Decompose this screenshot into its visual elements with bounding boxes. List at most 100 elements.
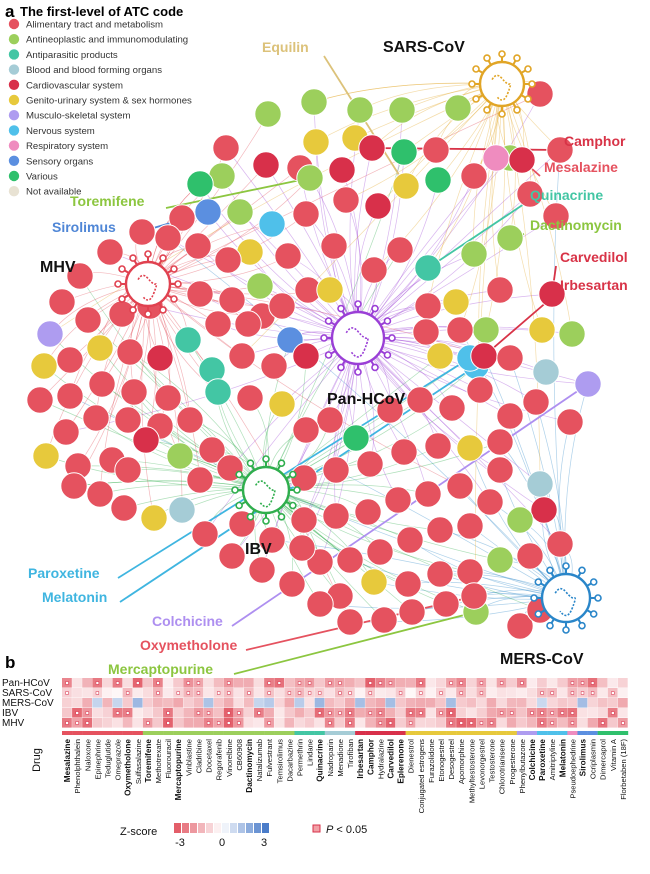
legend-swatch-icon [8, 170, 20, 182]
colorbar-tick: 3 [261, 837, 267, 849]
drug-node [258, 526, 286, 554]
heatmap-column-label: Levonorgestrel [477, 739, 486, 790]
atc-group-segment [223, 731, 235, 735]
virus-spike-head [513, 106, 521, 114]
heatmap-cell [476, 708, 487, 718]
drug-node [234, 310, 262, 338]
leader-line [233, 611, 477, 675]
heatmap-cell [243, 698, 254, 708]
heatmap-cell [506, 698, 517, 708]
heatmap-cell [557, 688, 568, 698]
heatmap-cell [72, 688, 82, 698]
heatmap-column-label: Teduglutide [103, 739, 112, 778]
heatmap-column-label: Mesalazine [63, 739, 72, 783]
drug-node [194, 198, 222, 226]
colorbar-step [182, 823, 189, 833]
significance-dot [287, 691, 292, 695]
significance-dot [227, 721, 231, 725]
significance-dot [126, 691, 130, 695]
drug-node [218, 286, 246, 314]
heatmap-row-label: Pan-HCoV [2, 678, 50, 689]
legend-item-label: Respiratory system [26, 141, 108, 152]
heatmap-cell [395, 698, 406, 708]
legend-swatch-icon [8, 34, 20, 45]
drug-node [546, 530, 574, 558]
drug-node [426, 560, 454, 588]
heatmap-column-label: Sulfasalazine [134, 739, 143, 784]
heatmap-column-label: Docetaxel [205, 739, 214, 773]
significance-dot [590, 691, 595, 695]
atc-group-segment [173, 731, 184, 735]
heatmap-column-label: Phenolphthalein [73, 739, 82, 793]
drug-node [56, 346, 84, 374]
virus-body [241, 465, 291, 515]
colorbar-step [214, 823, 221, 833]
heatmap-cell [112, 718, 123, 728]
drug-node [546, 136, 574, 164]
significance-dot [307, 681, 312, 685]
heatmap-cell [173, 718, 183, 728]
significance-dot [237, 721, 241, 725]
significance-dot [318, 691, 322, 695]
drug-node [496, 344, 524, 372]
atc-group-segment [334, 731, 346, 735]
significance-dot [419, 691, 423, 695]
heatmap-cell [405, 678, 416, 688]
drug-node [116, 338, 144, 366]
significance-dot [217, 691, 221, 695]
heatmap-cell [72, 698, 82, 708]
drug-node [66, 262, 94, 290]
legend-swatch-icon [8, 94, 20, 106]
legend-swatch-icon [8, 64, 20, 75]
heatmap-cell [304, 698, 315, 708]
heatmap-cell [243, 678, 254, 688]
significance-dot [338, 711, 342, 715]
drug-node [506, 612, 534, 640]
network-edge [167, 237, 567, 599]
network-edge [357, 337, 491, 503]
network-edge [265, 489, 501, 561]
drug-node [384, 486, 412, 514]
heatmap-cell [496, 718, 507, 728]
atc-group-segment [324, 731, 336, 735]
heatmap-row-label: MERS-CoV [2, 698, 54, 709]
heatmap-cell [405, 688, 416, 698]
heatmap-cell [557, 718, 568, 728]
heatmap-cell [415, 718, 426, 728]
virus-spike-head [118, 295, 126, 303]
significance-dot [146, 721, 150, 725]
drug-node [414, 480, 442, 508]
heatmap-cell [62, 698, 72, 708]
virus-pan-icon [320, 300, 396, 376]
significance-dot [570, 681, 575, 685]
network-edge [357, 149, 561, 339]
legend-swatch-icon [8, 125, 20, 136]
heatmap-cell [597, 678, 608, 688]
virus-spike-head [524, 95, 532, 103]
virus-spike-head [129, 254, 137, 262]
heatmap-cell [365, 698, 376, 708]
virus-label-sars: SARS-CoV [383, 39, 465, 56]
heatmap-cell [345, 698, 355, 708]
heatmap-column-label: Ocriplasmin [589, 739, 598, 779]
panel-b-letter: b [5, 653, 15, 672]
heatmap-cell [516, 708, 527, 718]
heatmap-cell [324, 698, 335, 708]
atc-group-segment [415, 731, 427, 735]
panel-a-letter: a [5, 2, 15, 21]
leader-line [427, 203, 525, 269]
network-edge [501, 83, 543, 331]
legend-item-label: Antineoplastic and immunomodulating [26, 35, 188, 46]
drug-node [482, 144, 510, 172]
heatmap-cell [537, 678, 547, 688]
legend-title: The first-level of ATC code [20, 4, 183, 19]
drug-node [166, 442, 194, 470]
significance-dot [176, 691, 180, 695]
heatmap-cell [82, 698, 93, 708]
atc-group-segment [304, 731, 315, 735]
significance-dot [368, 691, 372, 695]
significance-dot [115, 681, 120, 685]
virus-spike-head [354, 300, 362, 308]
drug-node [154, 224, 182, 252]
virus-spike-head [246, 513, 255, 521]
